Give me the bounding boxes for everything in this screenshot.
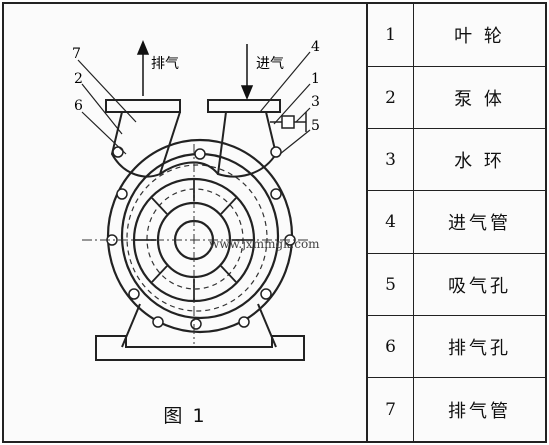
legend-row-2: 2 泵 体	[368, 67, 545, 129]
legend-number: 6	[368, 316, 414, 377]
watermark-text: www.jxmmgk.com	[209, 237, 320, 251]
callout-leaders	[77, 51, 311, 155]
figure-caption: 图 1	[163, 405, 207, 427]
legend-table: 1 叶 轮 2 泵 体 3 水 环 4 进气管 5 吸气孔 6 排气孔 7 排气…	[366, 4, 545, 441]
intake-label-text: 进气	[256, 56, 284, 72]
intake-exhaust-ports	[105, 99, 281, 178]
legend-name: 叶 轮	[454, 26, 505, 47]
callout-1: 1	[311, 71, 320, 87]
legend-name: 泵 体	[454, 88, 505, 110]
pump-base	[95, 303, 305, 361]
legend-name: 吸气孔	[448, 275, 511, 297]
legend-number: 4	[368, 191, 414, 253]
legend-name: 排气管	[448, 400, 511, 422]
callout-3: 3	[311, 94, 320, 110]
legend-number: 1	[368, 4, 414, 66]
legend-number: 7	[368, 378, 414, 441]
legend-row-4: 4 进气管	[368, 191, 545, 254]
callout-4: 4	[311, 39, 320, 55]
legend-name: 水 环	[454, 150, 505, 172]
exhaust-label-text: 排气	[151, 56, 179, 72]
pump-casing	[106, 138, 294, 334]
pump-diagram: 排气 进气 7 2 6 4 1 3	[72, 39, 320, 361]
legend-row-6: 6 排气孔	[368, 316, 545, 378]
legend-number: 2	[368, 67, 414, 128]
legend-name: 排气孔	[448, 337, 511, 359]
legend-name: 进气管	[448, 213, 511, 234]
center-lines	[82, 144, 310, 344]
legend-number: 3	[368, 129, 414, 190]
callout-7: 7	[72, 46, 81, 62]
legend-number: 5	[368, 254, 414, 315]
callout-5: 5	[311, 118, 320, 134]
legend-row-1: 1 叶 轮	[368, 4, 545, 67]
callout-2: 2	[74, 71, 83, 87]
pump-diagram-panel: 排气 进气 7 2 6 4 1 3	[4, 4, 366, 445]
callout-6: 6	[74, 98, 83, 114]
flow-arrows	[136, 40, 254, 100]
water-ring	[126, 164, 268, 312]
legend-row-5: 5 吸气孔	[368, 254, 545, 316]
legend-row-7: 7 排气管	[368, 378, 545, 441]
legend-row-3: 3 水 环	[368, 129, 545, 191]
